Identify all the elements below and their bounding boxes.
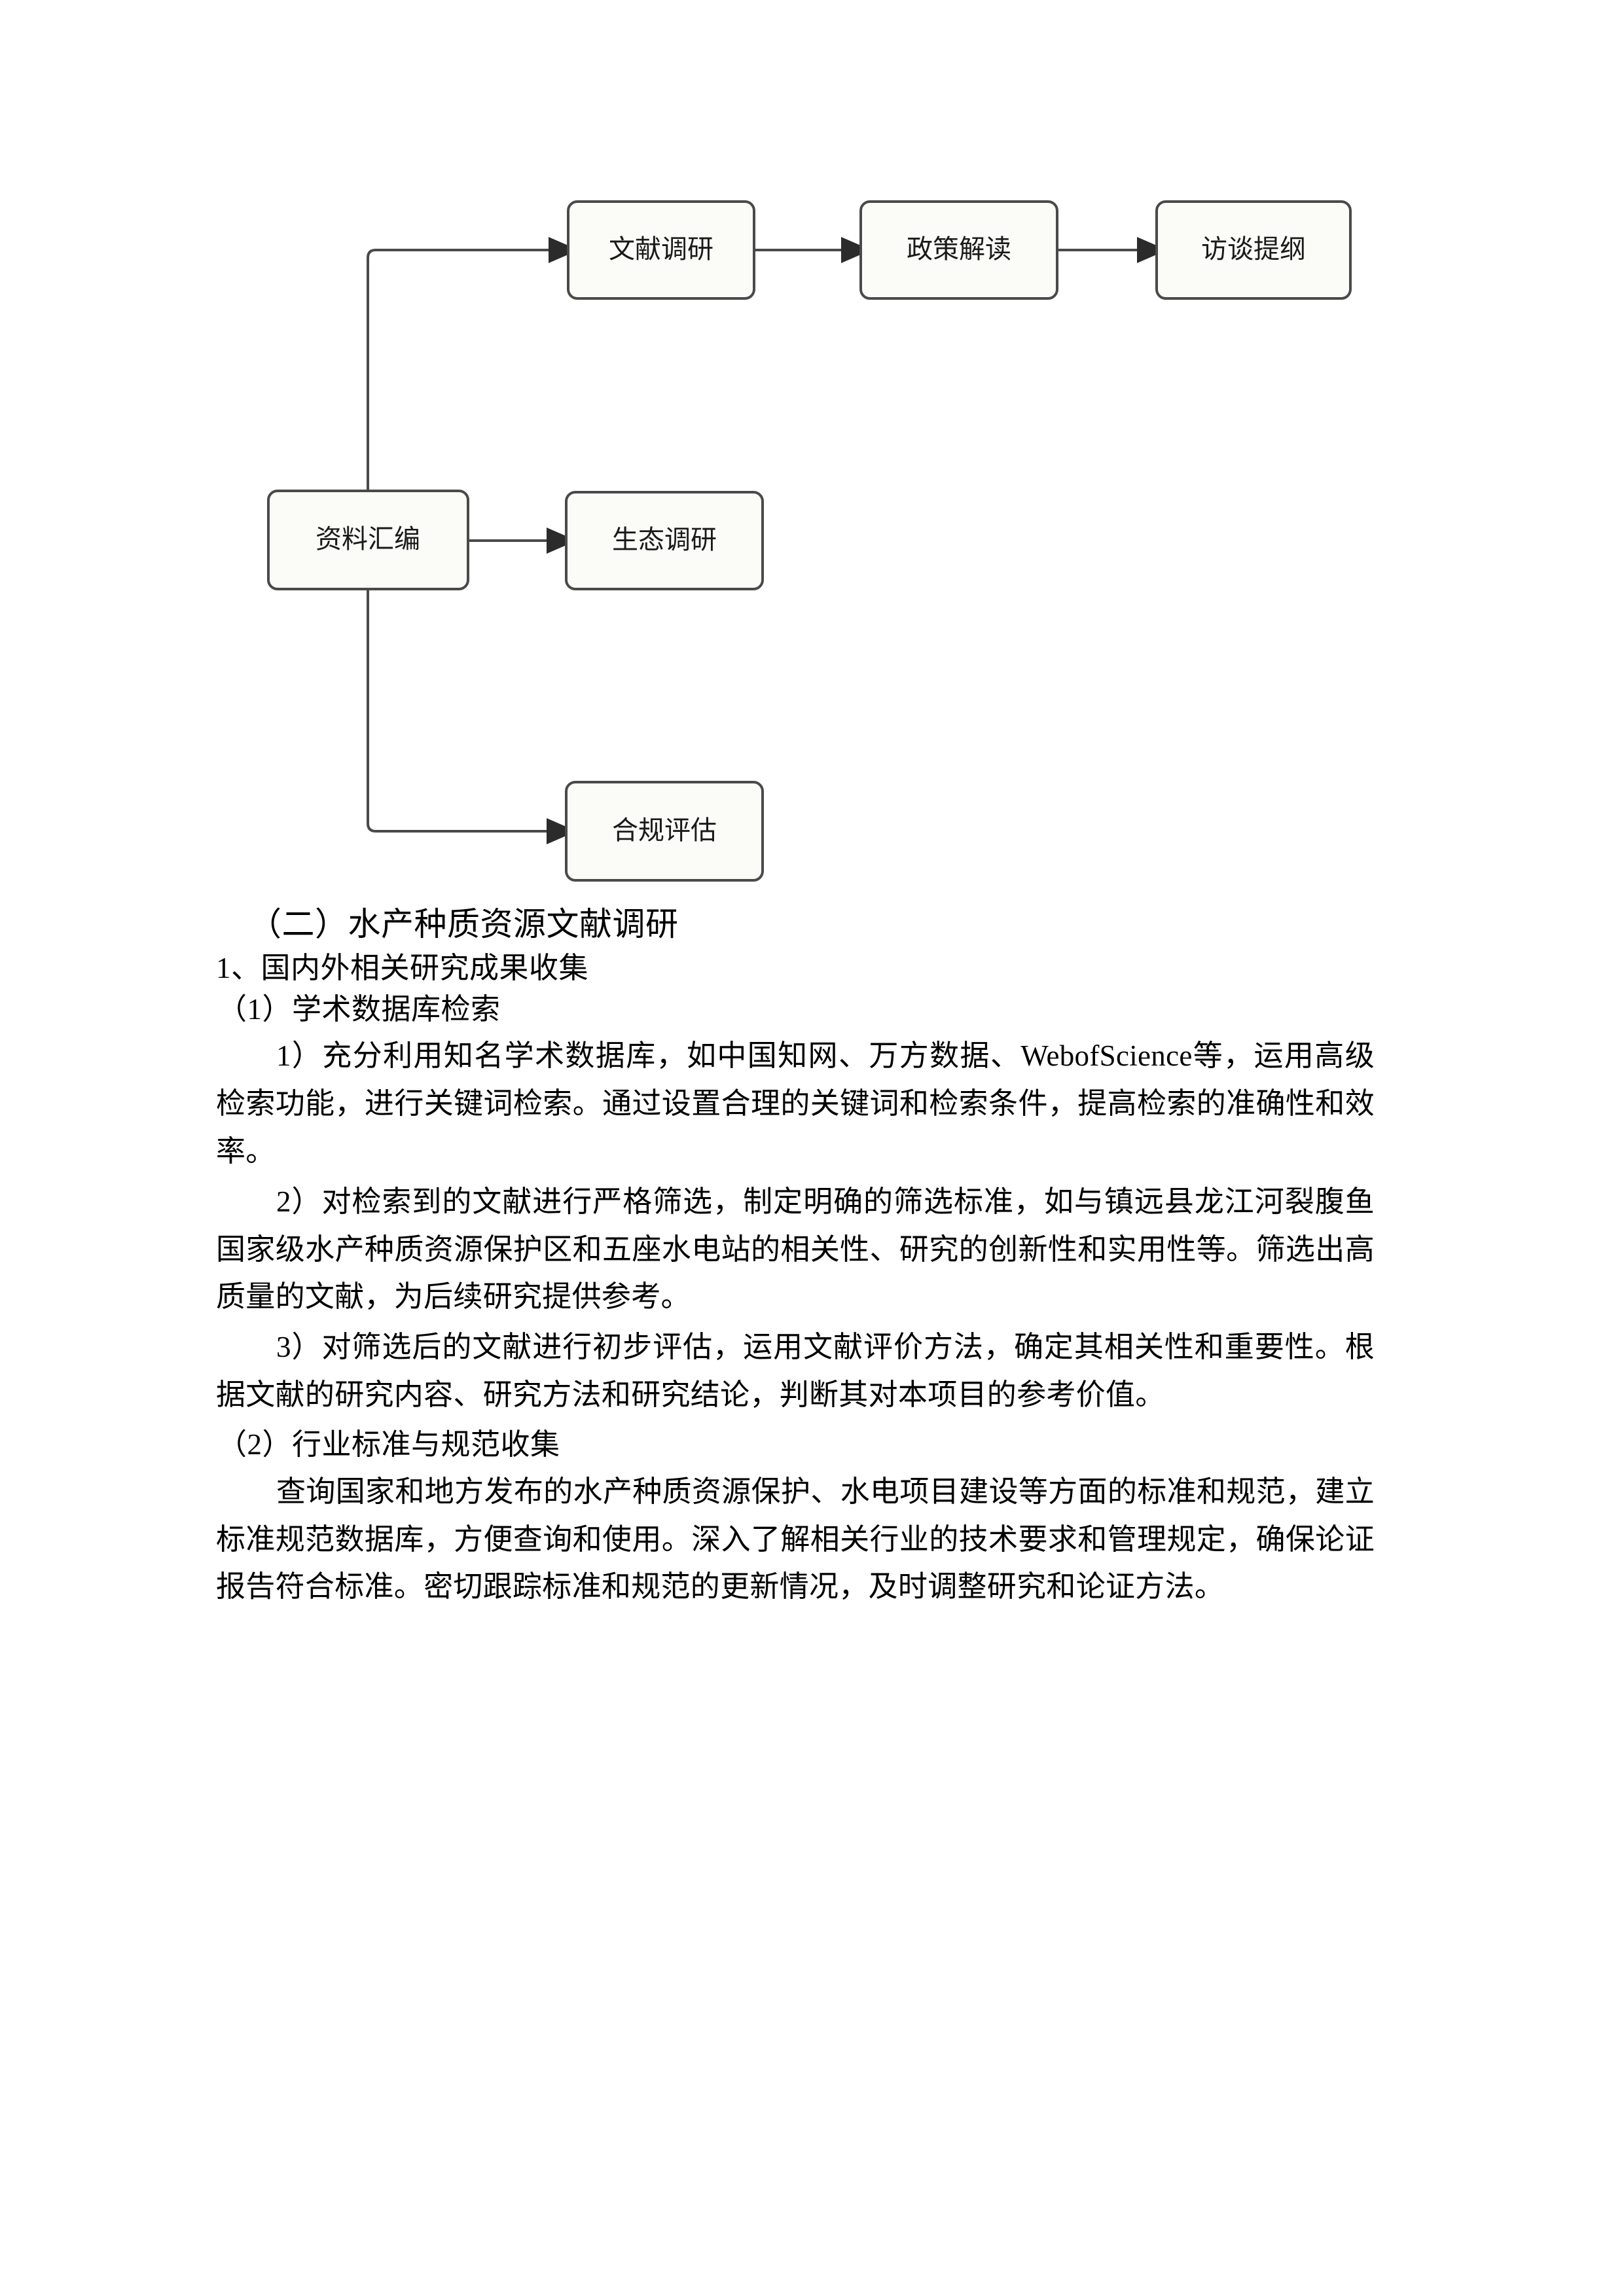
flow-node-compliance-label: 合规评估 [612, 816, 717, 845]
edge-source-to-lit [367, 237, 579, 589]
research-workflow-flowchart: 资料汇编 文献调研 政策解读 访谈提纲 生态调研 合规评估 [0, 0, 1624, 916]
flow-node-compliance[interactable]: 合规评估 [565, 781, 764, 882]
document-body: （二）水产种质资源文献调研 1、国内外相关研究成果收集 （1）学术数据库检索 1… [216, 903, 1375, 1613]
flow-node-lit[interactable]: 文献调研 [567, 200, 755, 300]
flow-node-interview-label: 访谈提纲 [1201, 234, 1306, 264]
edge-source-to-eco [468, 528, 577, 554]
edge-policy-to-interview [1057, 237, 1167, 263]
item-2-heading: （2）行业标准与规范收集 [217, 1428, 560, 1462]
edge-lit-to-policy [754, 237, 871, 263]
flow-node-policy-label: 政策解读 [907, 234, 1011, 264]
flow-node-eco-label: 生态调研 [612, 525, 717, 554]
flow-node-eco[interactable]: 生态调研 [565, 491, 764, 590]
flow-node-lit-label: 文献调研 [609, 234, 713, 264]
item-1-heading: （1）学术数据库检索 [217, 992, 501, 1026]
flow-node-source-label: 资料汇编 [316, 524, 420, 554]
subsection-heading: 1、国内外相关研究成果收集 [216, 952, 589, 984]
item-1-paragraph-3: 3）对筛选后的文献进行初步评估，运用文献评价方法，确定其相关性和重要性。根据文献… [216, 1331, 1375, 1412]
item-2-paragraph-1: 查询国家和地方发布的水产种质资源保护、水电项目建设等方面的标准和规范，建立标准规… [216, 1475, 1375, 1604]
flow-node-source[interactable]: 资料汇编 [267, 490, 469, 590]
flow-node-policy[interactable]: 政策解读 [859, 200, 1058, 300]
edge-source-to-compliance [367, 589, 577, 844]
section-heading: （二）水产种质资源文献调研 [249, 906, 679, 942]
item-1-paragraph-1: 1）充分利用知名学术数据库，如中国知网、万方数据、WebofScience等，运… [216, 1039, 1375, 1168]
flow-node-interview[interactable]: 访谈提纲 [1155, 200, 1352, 300]
item-1-paragraph-2: 2）对检索到的文献进行严格筛选，制定明确的筛选标准，如与镇远县龙江河裂腹鱼国家级… [216, 1185, 1375, 1314]
